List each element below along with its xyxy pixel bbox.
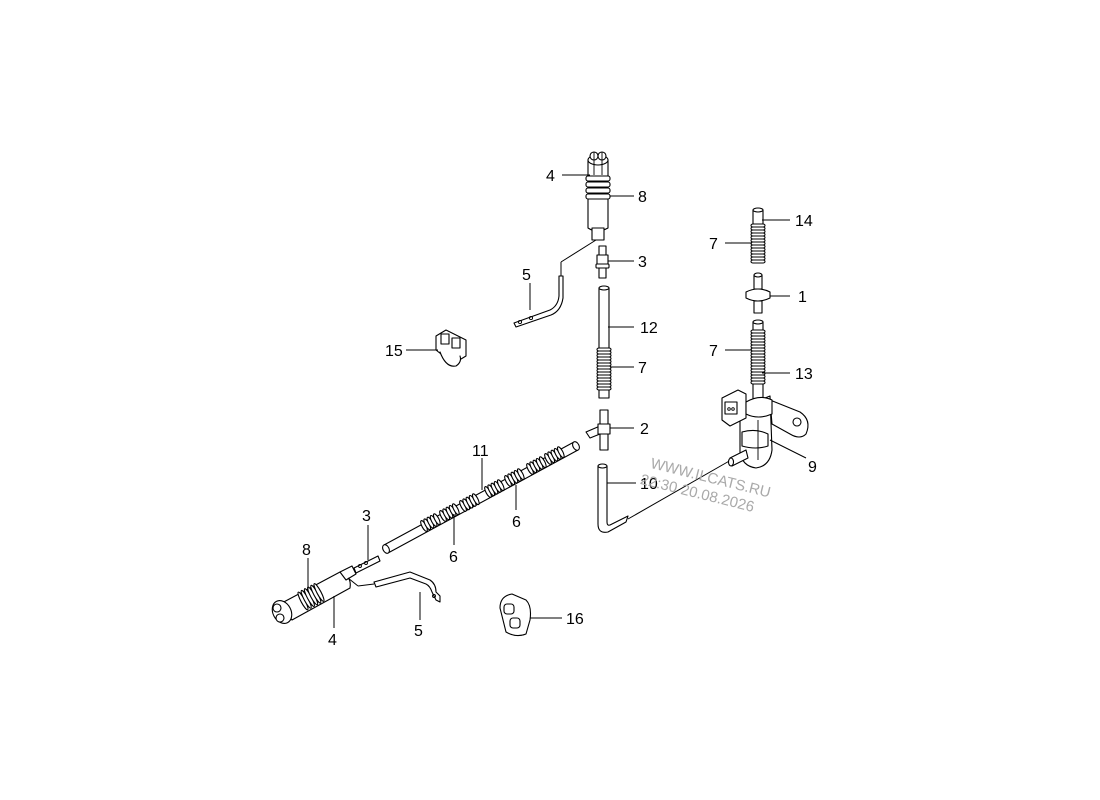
callout-8-bottom: 8 (302, 542, 311, 559)
leader-lines (307, 174, 807, 628)
connector-top[interactable] (585, 151, 611, 241)
hose-right-lower[interactable] (750, 319, 766, 407)
callout-2: 2 (640, 421, 649, 438)
long-hose[interactable] (381, 441, 581, 555)
hose-vertical[interactable] (596, 285, 612, 399)
callouts: 4 8 3 5 14 7 1 12 15 7 7 13 2 9 11 10 6 … (302, 168, 817, 649)
corrugation-rib (496, 479, 505, 492)
bent-rod-top[interactable] (513, 239, 597, 328)
connector-bottom[interactable] (268, 565, 357, 627)
callout-8-top: 8 (638, 189, 647, 206)
callout-13: 13 (795, 366, 813, 383)
callout-7-mid: 7 (638, 360, 647, 377)
callout-3-bottom: 3 (362, 508, 371, 525)
corrugation-rib (432, 513, 441, 526)
callout-16: 16 (566, 611, 584, 628)
callout-7-top-right: 7 (709, 236, 718, 253)
bent-rod-bottom[interactable] (347, 571, 441, 603)
callout-12: 12 (640, 320, 658, 337)
nipple-bottom[interactable] (353, 555, 381, 574)
callout-5-top: 5 (522, 267, 531, 284)
callout-1: 1 (798, 289, 807, 306)
l-hose[interactable] (597, 451, 746, 533)
corrugation-rib (313, 583, 325, 602)
callout-6-left: 6 (449, 549, 458, 566)
callout-7-mid-right: 7 (709, 343, 718, 360)
clip-16[interactable] (499, 593, 532, 637)
corrugation-rib (516, 468, 525, 481)
callout-9: 9 (808, 459, 817, 476)
tee-fitting[interactable] (585, 409, 611, 451)
callout-6-right: 6 (512, 514, 521, 531)
callout-15: 15 (385, 343, 403, 360)
clip-15[interactable] (435, 329, 467, 367)
corrugation-rib (556, 446, 565, 459)
callout-4-bottom: 4 (328, 632, 337, 649)
nipple-top[interactable] (595, 245, 610, 279)
callout-10: 10 (640, 476, 658, 493)
hose-right-upper[interactable] (750, 207, 766, 264)
corrugation-rib (750, 259, 766, 264)
callout-11: 11 (472, 443, 489, 460)
solenoid-valve[interactable] (721, 389, 809, 469)
corrugation-rib (471, 493, 480, 506)
callout-4-top: 4 (546, 168, 555, 185)
callout-3-top: 3 (638, 254, 647, 271)
check-valve[interactable] (745, 272, 771, 314)
callout-14: 14 (795, 213, 813, 230)
callout-5-bottom: 5 (414, 623, 423, 640)
corrugation-rib (451, 503, 460, 516)
corrugation-rib (538, 456, 547, 469)
